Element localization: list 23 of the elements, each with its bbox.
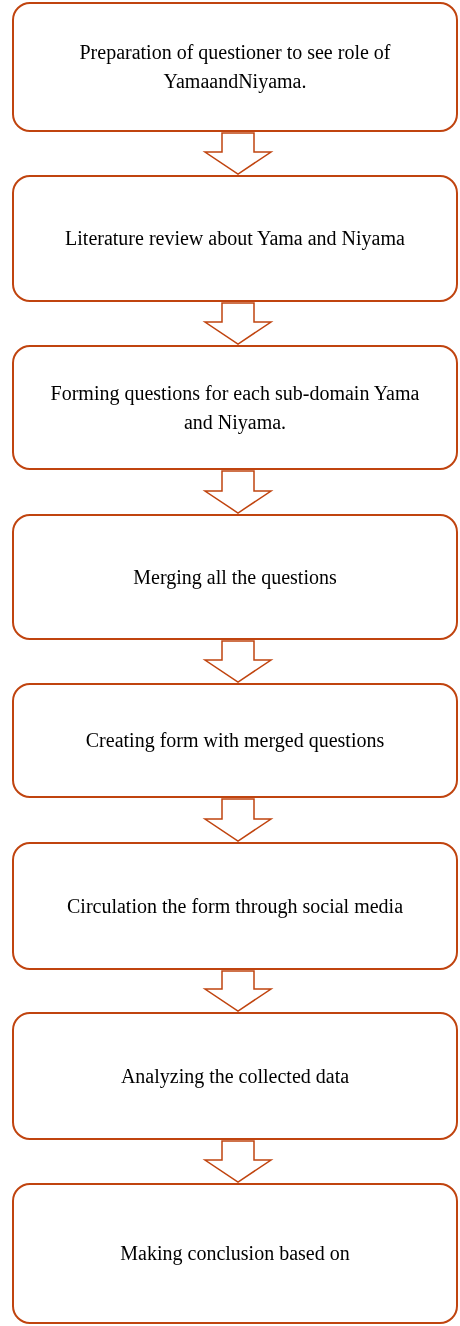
- block-arrow: [202, 970, 274, 1012]
- step-text: Forming questions for each sub-domain Yama and Niyama.: [49, 380, 421, 436]
- step-text: Circulation the form through social media: [67, 893, 403, 920]
- process-box: [12, 2, 458, 132]
- block-arrow: [202, 302, 274, 345]
- step-text: Merging all the questions: [133, 564, 337, 591]
- block-arrow: [202, 470, 274, 514]
- block-arrow: [202, 640, 274, 683]
- process-box: [12, 1183, 458, 1324]
- process-box: [12, 683, 458, 798]
- process-box: [12, 1012, 458, 1140]
- process-box: [12, 175, 458, 302]
- block-arrow: [202, 132, 274, 175]
- step-text: Literature review about Yama and Niyama: [65, 226, 405, 252]
- step-text: Preparation of questioner to see role of YamaandNiyama.: [78, 40, 392, 95]
- block-arrow: [202, 798, 274, 842]
- step-text: Making conclusion based on: [120, 1241, 350, 1267]
- process-box: [12, 345, 458, 470]
- block-arrow: [202, 1140, 274, 1183]
- step-text: Creating form with merged questions: [85, 728, 385, 754]
- step-text: Analyzing the collected data: [120, 1063, 350, 1090]
- process-box: [12, 514, 458, 640]
- process-box: [12, 842, 458, 970]
